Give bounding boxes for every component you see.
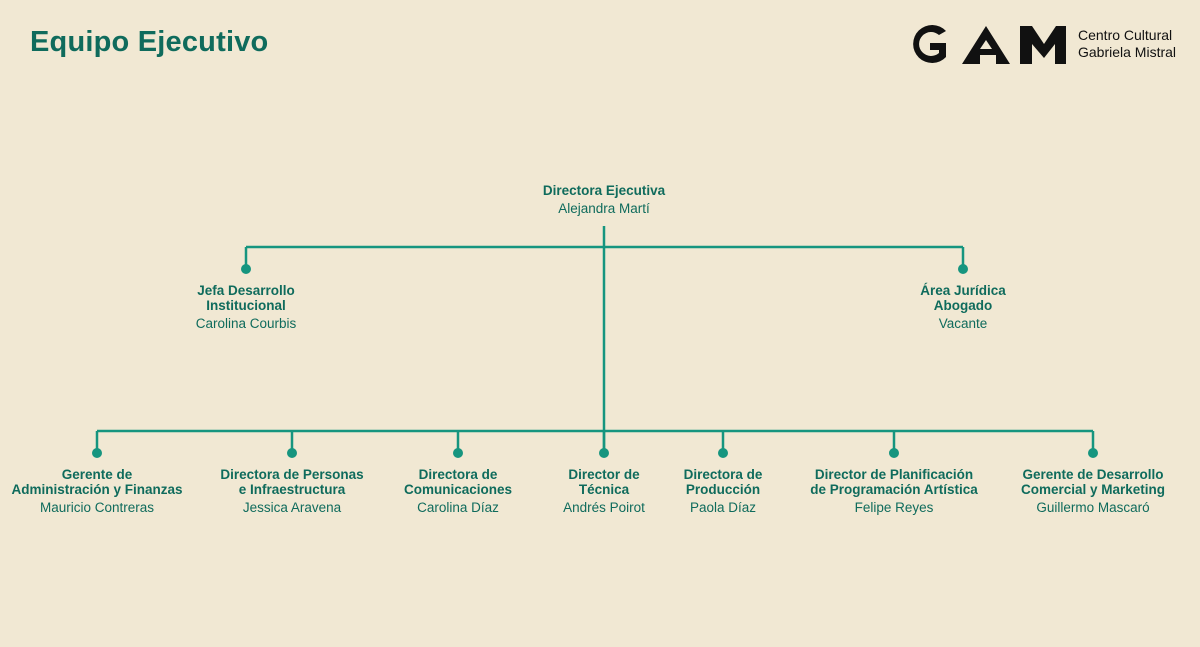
person-name: Alejandra Martí [558,201,650,216]
role-title: Jefa Desarrollo [197,283,295,298]
person-name: Felipe Reyes [854,500,934,515]
role-title: Abogado [933,298,993,313]
person-name: Carolina Díaz [417,500,499,515]
role-title: Administración y Finanzas [11,482,183,497]
person-name: Mauricio Contreras [39,500,155,515]
role-title: Técnica [578,482,630,497]
logo-line-1: Centro Cultural [1078,27,1173,43]
role-title: Directora de [683,467,763,482]
role-title: Gerente de [61,467,133,482]
role-title: Área Jurídica [920,283,1006,298]
advisor-dot-0 [241,264,251,274]
person-name: Andrés Poirot [563,500,645,515]
advisor-dot-1 [958,264,968,274]
person-name: Paola Díaz [689,500,757,515]
person-name: Carolina Courbis [195,316,297,331]
director-dot-1 [287,448,297,458]
person-name: Guillermo Mascaró [1036,500,1150,515]
role-title: Directora de Personas [220,467,364,482]
role-title: de Programación Artística [810,482,978,497]
gam-logo-mark [913,25,1066,64]
logo-text: Centro Cultural Gabriela Mistral [1078,27,1176,61]
person-name: Jessica Aravena [242,500,342,515]
gam-logo: Centro Cultural Gabriela Mistral [906,22,1176,66]
director-dot-4 [718,448,728,458]
director-dot-6 [1088,448,1098,458]
role-title: Gerente de Desarrollo [1022,467,1164,482]
role-title: e Infraestructura [238,482,346,497]
role-title: Director de Planificación [814,467,974,482]
person-name: Vacante [938,316,988,331]
director-dot-5 [889,448,899,458]
director-dot-3 [599,448,609,458]
role-title: Producción [685,482,761,497]
page-title: Equipo Ejecutivo [30,26,269,58]
role-title: Directora de [418,467,498,482]
logo-line-2: Gabriela Mistral [1078,44,1177,60]
role-title: Comercial y Marketing [1020,482,1166,497]
role-title: Director de [568,467,640,482]
role-title: Institucional [206,298,286,313]
director-dot-2 [453,448,463,458]
role-title: Comunicaciones [403,482,513,497]
director-dot-0 [92,448,102,458]
role-title: Directora Ejecutiva [542,183,666,198]
